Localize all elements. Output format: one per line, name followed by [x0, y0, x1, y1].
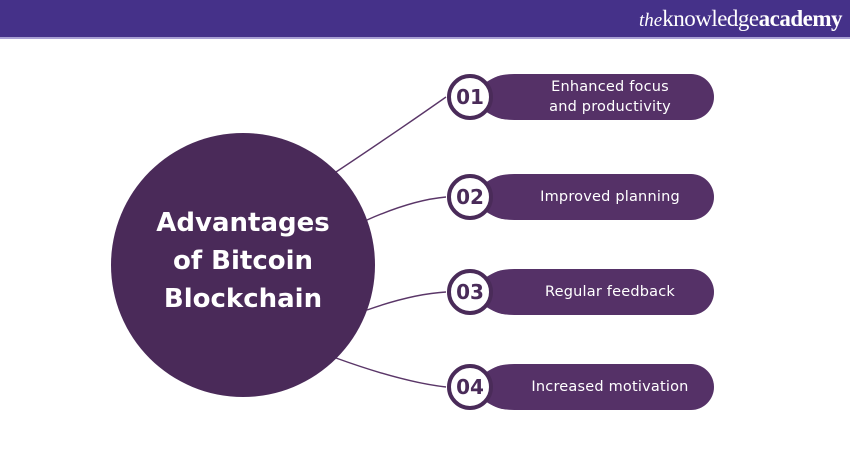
number-ring — [447, 364, 493, 410]
title-line: of Bitcoin — [172, 246, 314, 276]
item-number: 04 — [456, 375, 484, 399]
connector-line-1 — [335, 96, 447, 173]
item-number: 03 — [456, 280, 484, 304]
pill-shape — [487, 174, 714, 220]
advantage-item-shape — [447, 74, 714, 120]
item-label: Enhanced focus and productivity — [506, 71, 714, 123]
brand-logo: theknowledgeacademy — [638, 6, 843, 31]
advantage-item-shape — [447, 269, 714, 315]
item-label: Regular feedback — [506, 266, 714, 318]
header-bar: theknowledgeacademy — [0, 0, 850, 39]
pill-shape — [487, 364, 714, 410]
item-label-line: and productivity — [549, 99, 671, 115]
connector-line-2 — [366, 196, 447, 221]
pill-shape — [487, 74, 714, 120]
pill-shape — [487, 269, 714, 315]
item-number: 01 — [456, 85, 484, 109]
title-line: Advantages — [156, 208, 330, 238]
item-label-line: Improved planning — [540, 189, 680, 205]
advantage-item-4: 04 Increased motivation — [444, 361, 716, 413]
title-line: Blockchain — [163, 284, 323, 314]
item-label-line: Increased motivation — [531, 379, 689, 395]
connector-line-3 — [366, 291, 447, 311]
number-ring — [447, 74, 493, 120]
item-label: Increased motivation — [506, 361, 714, 413]
brand-logo-the: the — [638, 10, 663, 31]
advantage-item-shape — [447, 364, 714, 410]
advantage-item-2: 02 Improved planning — [444, 171, 716, 223]
advantage-item-1: 01 Enhanced focus and productivity — [444, 71, 716, 123]
item-label: Improved planning — [506, 171, 714, 223]
brand-logo-academy: academy — [758, 6, 843, 31]
number-ring — [447, 174, 493, 220]
item-label-line: Regular feedback — [544, 284, 676, 300]
item-label-line: Enhanced focus — [551, 79, 669, 95]
brand-logo-knowledge: knowledge — [662, 6, 759, 31]
advantage-item-shape — [447, 174, 714, 220]
number-ring — [447, 269, 493, 315]
item-number: 02 — [456, 185, 484, 209]
advantage-item-3: 03 Regular feedback — [444, 266, 716, 318]
central-topic-title: Advantages of Bitcoin Blockchain — [156, 204, 329, 318]
central-topic-circle: Advantages of Bitcoin Blockchain — [111, 133, 375, 397]
connector-line-4 — [335, 357, 447, 388]
